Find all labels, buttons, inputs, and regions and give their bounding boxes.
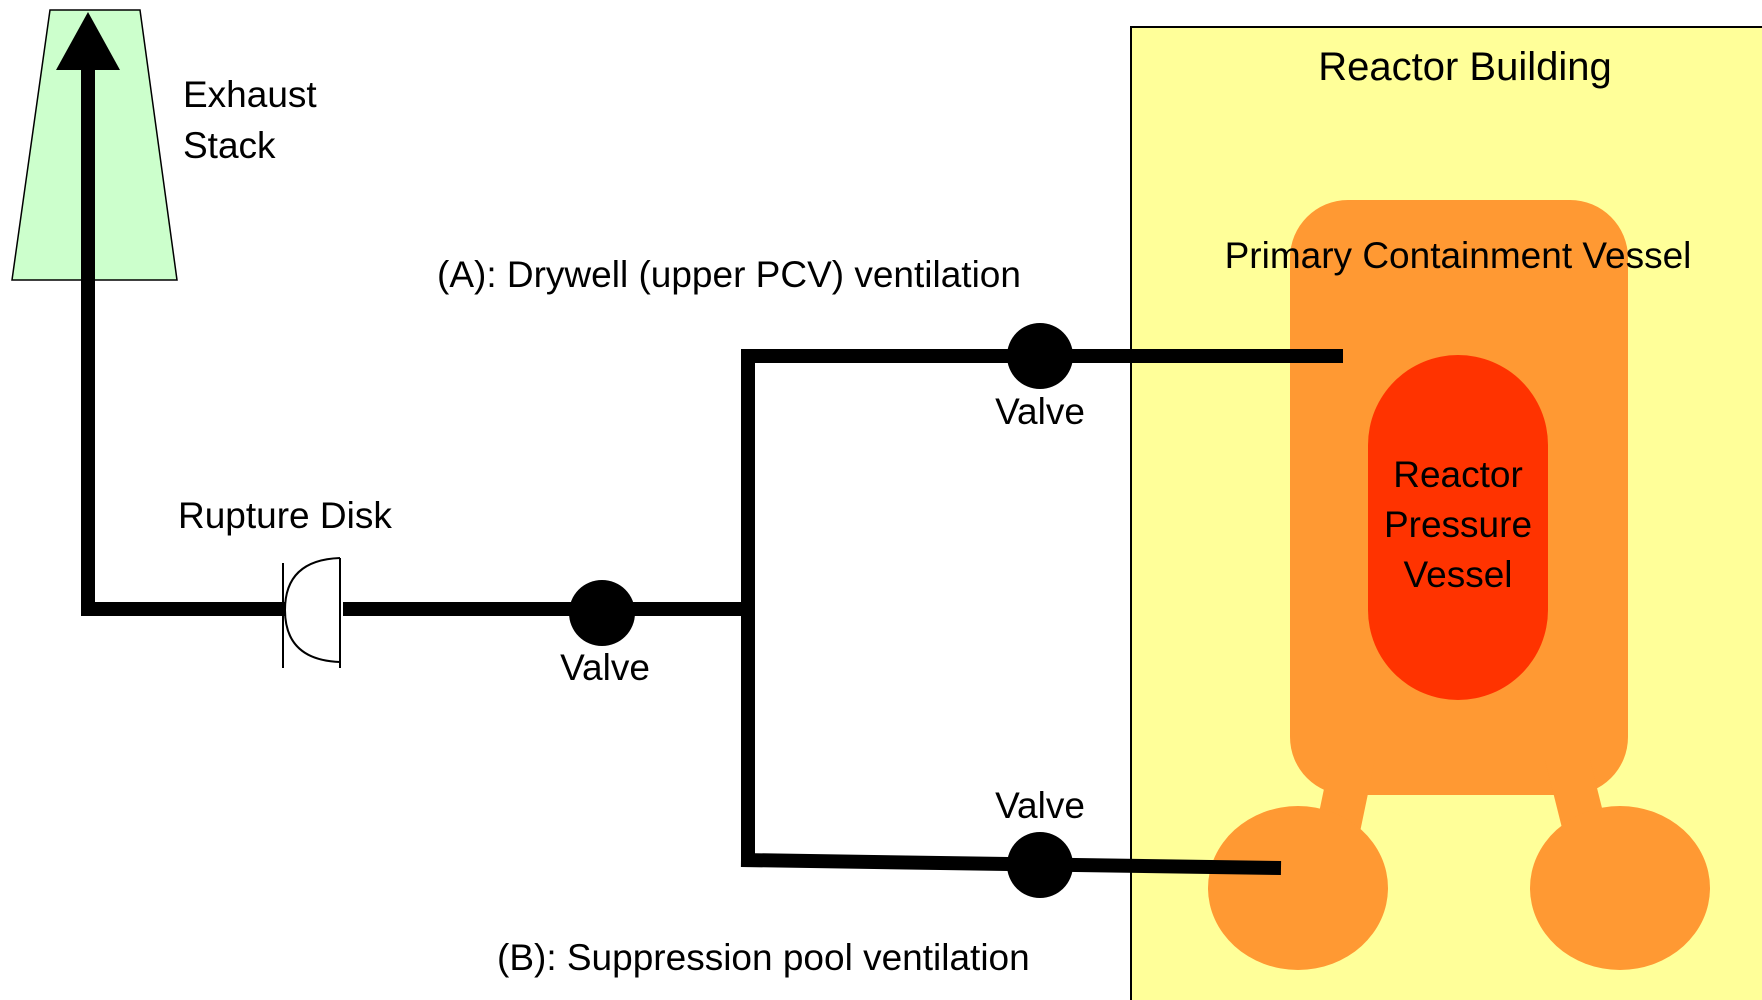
main-valve-label: Valve bbox=[560, 647, 650, 688]
rupture-disk-label: Rupture Disk bbox=[178, 495, 392, 536]
drywell-valve-label: Valve bbox=[995, 391, 1085, 432]
reactor-pressure-vessel bbox=[1368, 355, 1548, 700]
exhaust-arrow-icon bbox=[56, 12, 120, 70]
exhaust-stack-label-line1: Exhaust bbox=[183, 74, 317, 115]
rupture-disk-icon bbox=[282, 557, 341, 668]
rpv-label-line2: Pressure bbox=[1384, 504, 1532, 545]
suppression-valve-icon bbox=[1007, 832, 1073, 898]
reactor-building-label: Reactor Building bbox=[1318, 45, 1612, 89]
main-valve-icon bbox=[569, 580, 635, 646]
rpv-label-line1: Reactor bbox=[1393, 454, 1523, 495]
suppression-valve-label: Valve bbox=[995, 785, 1085, 826]
drywell-valve-icon bbox=[1007, 323, 1073, 389]
drywell-path-label: (A): Drywell (upper PCV) ventilation bbox=[437, 254, 1021, 295]
suppression-path-label: (B): Suppression pool ventilation bbox=[497, 937, 1030, 978]
exhaust-stack-label-line2: Stack bbox=[183, 125, 276, 166]
pcv-label: Primary Containment Vessel bbox=[1225, 235, 1692, 276]
rpv-label-line3: Vessel bbox=[1403, 554, 1512, 595]
